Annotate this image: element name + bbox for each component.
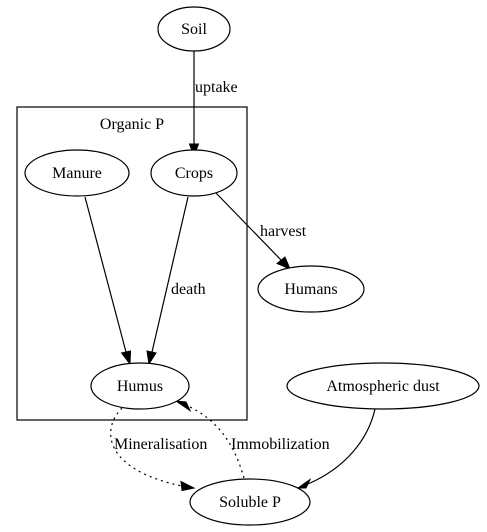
node-soil: Soil — [157, 6, 231, 52]
edge-atmospheric-dust-to-soluble-p-arrowhead — [296, 477, 312, 489]
edge-soluble-p-to-humus-arrowhead — [175, 400, 192, 412]
node-soluble-p-label: Soluble P — [219, 494, 281, 511]
edges: uptake harvest death Mineralisation — [84, 51, 376, 492]
edge-label-immobilization: Immobilization — [231, 436, 330, 453]
edge-manure-to-humus-line — [84, 196, 127, 353]
edge-label-death: death — [171, 281, 206, 298]
edge-atmospheric-dust-to-soluble-p — [296, 408, 376, 489]
edge-crops-to-humans: harvest — [215, 192, 307, 270]
node-humus: Humus — [90, 362, 190, 410]
edge-crops-to-humus-line — [151, 196, 189, 353]
node-manure-label: Manure — [52, 165, 102, 182]
node-soluble-p-shape — [189, 478, 311, 526]
node-manure-shape — [24, 149, 130, 197]
organic-p-cluster-label: Organic P — [100, 116, 164, 133]
nodes: Soil Manure Crops Humans Humus Atmospher… — [24, 6, 480, 526]
node-humans: Humans — [257, 265, 365, 313]
node-humans-shape — [257, 265, 365, 313]
node-crops: Crops — [150, 149, 238, 197]
node-crops-label: Crops — [175, 165, 213, 182]
node-humans-label: Humans — [284, 281, 337, 298]
edge-crops-to-humans-line — [215, 192, 282, 261]
node-atmospheric-dust: Atmospheric dust — [286, 362, 480, 410]
edge-label-uptake: uptake — [195, 79, 238, 96]
edge-manure-to-humus — [84, 196, 132, 366]
node-soil-shape — [157, 6, 231, 52]
node-soil-label: Soil — [181, 21, 207, 38]
edge-crops-to-humus: death — [146, 196, 206, 366]
edge-label-mineralisation: Mineralisation — [114, 436, 207, 453]
node-manure: Manure — [24, 149, 130, 197]
node-atmospheric-dust-shape — [286, 362, 480, 410]
node-humus-shape — [90, 362, 190, 410]
edge-label-harvest: harvest — [260, 223, 307, 240]
edge-soluble-p-to-humus: Immobilization — [175, 400, 330, 479]
edge-crops-to-humus-arrowhead — [146, 350, 157, 366]
edge-crops-to-humans-arrowhead — [276, 256, 291, 270]
organic-p-cluster: Organic P — [16, 106, 248, 421]
edge-soil-to-crops: uptake — [188, 51, 238, 158]
edge-humus-to-soluble-p-arrowhead — [180, 480, 196, 492]
node-soluble-p: Soluble P — [189, 478, 311, 526]
node-atmospheric-dust-label: Atmospheric dust — [326, 378, 440, 395]
organic-p-cluster-box — [16, 106, 248, 421]
edge-manure-to-humus-arrowhead — [120, 350, 132, 366]
edge-humus-to-soluble-p: Mineralisation — [110, 407, 207, 492]
edge-atmospheric-dust-to-soluble-p-line — [307, 408, 376, 485]
node-crops-shape — [150, 149, 238, 197]
node-humus-label: Humus — [117, 378, 163, 395]
